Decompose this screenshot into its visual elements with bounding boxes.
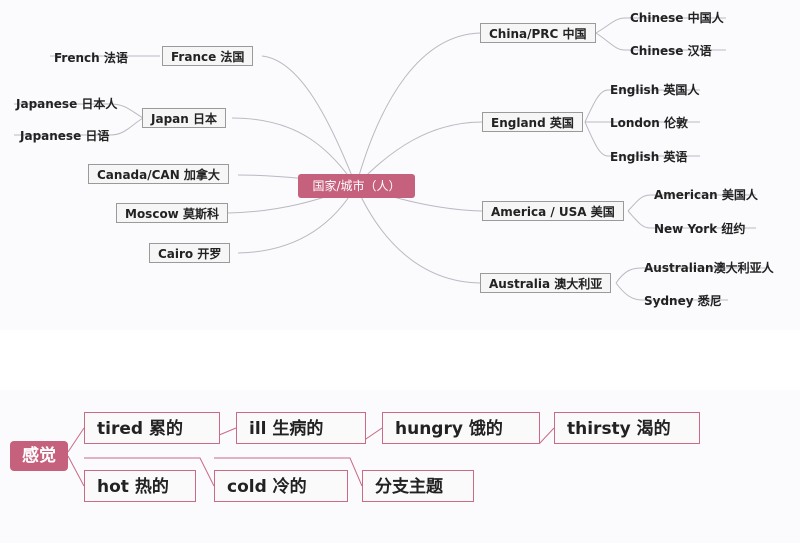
leaf-chinese-language[interactable]: Chinese 汉语	[630, 44, 712, 58]
node-branch-topic[interactable]: 分支主题	[362, 470, 474, 502]
node-cairo[interactable]: Cairo 开罗	[149, 243, 231, 263]
leaf-australian[interactable]: Australian澳大利亚人	[644, 261, 774, 275]
leaf-english-person[interactable]: English 英国人	[610, 83, 700, 97]
leaf-london[interactable]: London 伦敦	[610, 116, 688, 130]
leaf-japanese-language[interactable]: Japanese 日语	[20, 129, 110, 143]
node-france[interactable]: France 法国	[162, 46, 254, 66]
node-japan[interactable]: Japan 日本	[142, 108, 226, 128]
leaf-american[interactable]: American 美国人	[654, 188, 758, 202]
central-topic[interactable]: 国家/城市（人）	[298, 174, 415, 198]
node-australia[interactable]: Australia 澳大利亚	[480, 273, 612, 293]
node-america[interactable]: America / USA 美国	[482, 201, 624, 221]
node-hot[interactable]: hot 热的	[84, 470, 196, 502]
leaf-french[interactable]: French 法语	[54, 51, 128, 65]
node-moscow[interactable]: Moscow 莫斯科	[116, 203, 228, 223]
leaf-new-york[interactable]: New York 纽约	[654, 222, 746, 236]
node-thirsty[interactable]: thirsty 渴的	[554, 412, 700, 444]
node-england[interactable]: England 英国	[482, 112, 583, 132]
feelings-root[interactable]: 感觉	[10, 441, 68, 471]
node-china[interactable]: China/PRC 中国	[480, 23, 596, 43]
leaf-chinese-person[interactable]: Chinese 中国人	[630, 11, 724, 25]
node-tired[interactable]: tired 累的	[84, 412, 220, 444]
leaf-sydney[interactable]: Sydney 悉尼	[644, 294, 722, 308]
node-hungry[interactable]: hungry 饿的	[382, 412, 540, 444]
node-cold[interactable]: cold 冷的	[214, 470, 348, 502]
leaf-english-language[interactable]: English 英语	[610, 150, 688, 164]
node-ill[interactable]: ill 生病的	[236, 412, 366, 444]
node-canada[interactable]: Canada/CAN 加拿大	[88, 164, 229, 184]
leaf-japanese-person[interactable]: Japanese 日本人	[16, 97, 118, 111]
